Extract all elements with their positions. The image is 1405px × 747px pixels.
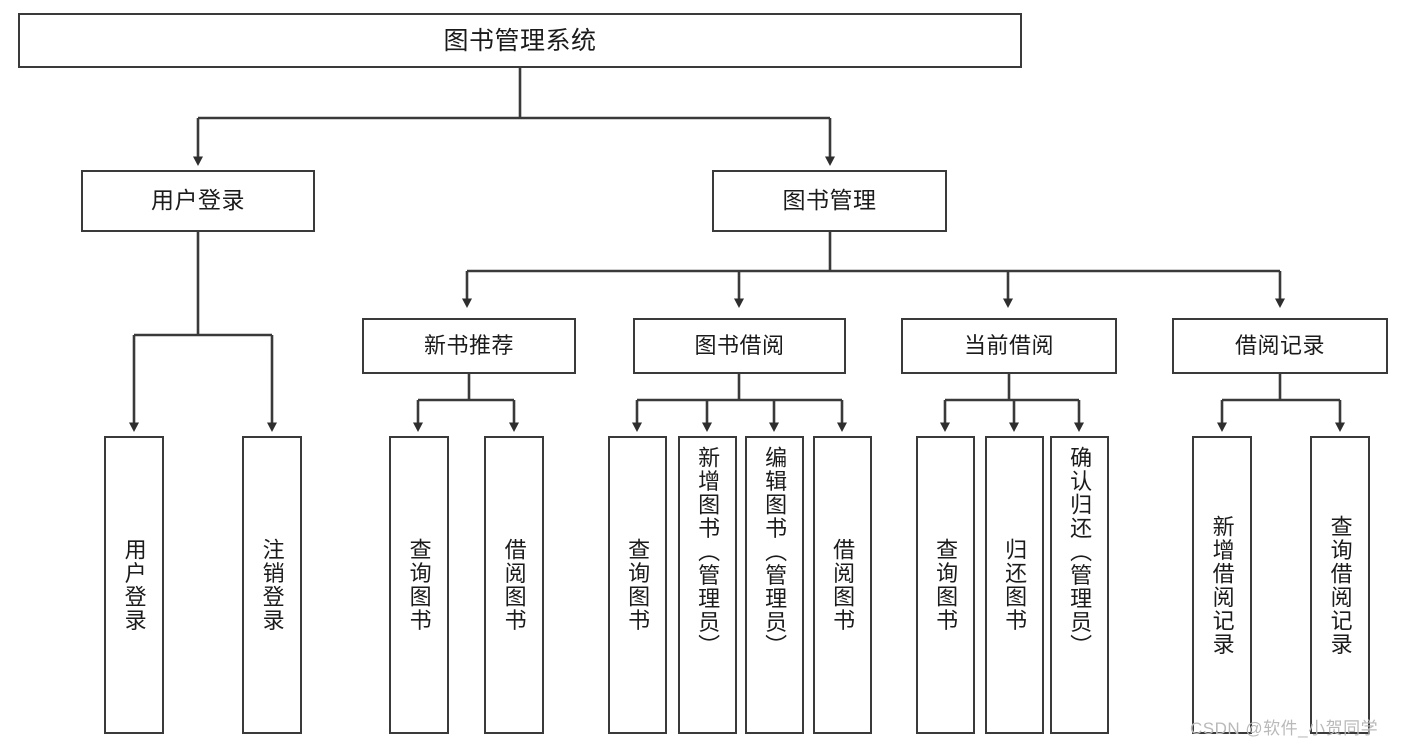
leaf-add-record-label: 新增借阅记录 — [1209, 514, 1235, 656]
leaf-add-record[interactable]: 新增借阅记录 — [1192, 436, 1252, 734]
leaf-confirm-return[interactable]: 确认归还（管理员） — [1050, 436, 1109, 734]
leaf-confirm-return-label: 确认归还（管理员） — [1067, 446, 1093, 658]
leaf-query-book-2[interactable]: 查询图书 — [608, 436, 667, 734]
leaf-user-login-label: 用户登录 — [121, 538, 147, 632]
node-book-borrow-label: 图书借阅 — [694, 332, 785, 358]
leaf-query-book-1-label: 查询图书 — [406, 538, 432, 632]
leaf-add-book[interactable]: 新增图书（管理员） — [678, 436, 737, 734]
leaf-edit-book[interactable]: 编辑图书（管理员） — [745, 436, 804, 734]
leaf-query-record-label: 查询借阅记录 — [1327, 514, 1353, 656]
leaf-logout-label: 注销登录 — [259, 538, 285, 632]
node-borrow-record-label: 借阅记录 — [1234, 332, 1325, 358]
node-new-book-rec[interactable]: 新书推荐 — [362, 318, 576, 374]
node-book-manage-label: 图书管理 — [782, 187, 877, 214]
node-user-login-label: 用户登录 — [151, 187, 245, 214]
node-book-borrow[interactable]: 图书借阅 — [633, 318, 846, 374]
leaf-query-book-3-label: 查询图书 — [933, 538, 959, 632]
node-current-borrow[interactable]: 当前借阅 — [901, 318, 1117, 374]
leaf-return-book[interactable]: 归还图书 — [985, 436, 1044, 734]
node-user-login[interactable]: 用户登录 — [81, 170, 315, 232]
leaf-user-login[interactable]: 用户登录 — [104, 436, 164, 734]
node-borrow-record[interactable]: 借阅记录 — [1172, 318, 1388, 374]
leaf-edit-book-label: 编辑图书（管理员） — [762, 446, 788, 658]
leaf-query-book-2-label: 查询图书 — [625, 538, 651, 632]
node-root[interactable]: 图书管理系统 — [18, 13, 1022, 68]
leaf-borrow-book-2-label: 借阅图书 — [830, 538, 856, 632]
leaf-query-record[interactable]: 查询借阅记录 — [1310, 436, 1370, 734]
node-root-label: 图书管理系统 — [443, 26, 597, 55]
leaf-return-book-label: 归还图书 — [1002, 538, 1028, 632]
node-book-manage[interactable]: 图书管理 — [712, 170, 947, 232]
leaf-borrow-book-1-label: 借阅图书 — [501, 538, 527, 632]
leaf-borrow-book-2[interactable]: 借阅图书 — [813, 436, 872, 734]
node-new-book-rec-label: 新书推荐 — [423, 332, 514, 358]
leaf-logout[interactable]: 注销登录 — [242, 436, 302, 734]
csdn-watermark: CSDN @软件_小贺同学 — [1190, 719, 1379, 738]
leaf-borrow-book-1[interactable]: 借阅图书 — [484, 436, 544, 734]
leaf-add-book-label: 新增图书（管理员） — [695, 446, 721, 658]
leaf-query-book-3[interactable]: 查询图书 — [916, 436, 975, 734]
node-current-borrow-label: 当前借阅 — [963, 332, 1054, 358]
leaf-query-book-1[interactable]: 查询图书 — [389, 436, 449, 734]
